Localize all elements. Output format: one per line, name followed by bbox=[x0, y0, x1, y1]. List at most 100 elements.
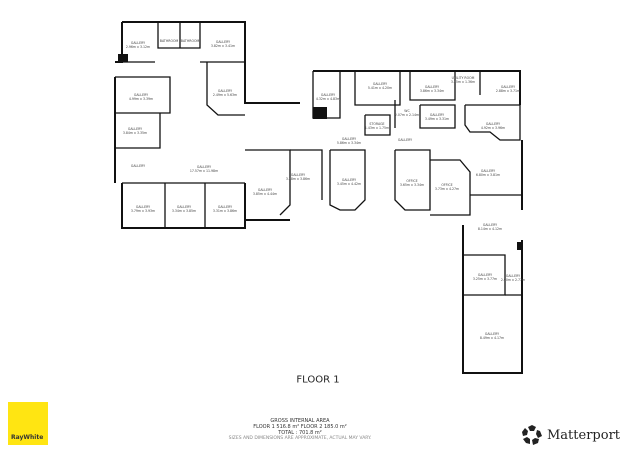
room-name: GALLERY bbox=[484, 332, 500, 336]
interior-walls bbox=[115, 22, 522, 296]
room-name: GALLERY bbox=[424, 85, 440, 89]
room-name: GALLERY bbox=[341, 178, 357, 182]
area-heading: GROSS INTERNAL AREA bbox=[270, 418, 330, 424]
room-label: BATHROOM bbox=[181, 39, 199, 43]
room-name: GALLERY bbox=[133, 93, 149, 97]
room-dims: 3.82m x 3.41m bbox=[210, 44, 236, 48]
room-name: GALLERY bbox=[482, 223, 498, 227]
room-dims: 3.85m x 4.44m bbox=[252, 192, 278, 196]
room-name: GALLERY bbox=[320, 93, 336, 97]
room-label: GALLERY bbox=[131, 164, 145, 168]
room-name: BATHROOM bbox=[180, 39, 200, 43]
room-label: BATHROOM bbox=[160, 39, 178, 43]
room-name: GALLERY bbox=[429, 113, 445, 117]
area-disclaimer: SIZES AND DIMENSIONS ARE APPROXIMATE, AC… bbox=[228, 436, 372, 441]
room-dims: 8.49m x 4.17m bbox=[479, 336, 505, 340]
room-name: GALLERY bbox=[217, 89, 233, 93]
room-name: GALLERY bbox=[290, 173, 306, 177]
room-name: GALLERY bbox=[130, 164, 146, 168]
room-dims: 3.73m x 4.27m bbox=[434, 187, 460, 191]
area-floors: FLOOR 1 516.8 m² FLOOR 2 185.0 m² bbox=[253, 424, 347, 430]
room-dims: 1.43m x 1.75m bbox=[364, 126, 390, 130]
room-name: GALLERY bbox=[341, 137, 357, 141]
matterport-logo-icon bbox=[522, 425, 542, 445]
room-name: STORAGE bbox=[369, 122, 385, 126]
area-total: TOTAL : 701.8 m² bbox=[278, 430, 322, 436]
room-name: OFFICE bbox=[406, 179, 418, 183]
room-name: GALLERY bbox=[176, 205, 192, 209]
solid-columns bbox=[118, 54, 522, 250]
room-name: GALLERY bbox=[215, 40, 231, 44]
room-dims: 5.41m x 4.20m bbox=[367, 86, 393, 90]
room-name: GALLERY bbox=[485, 122, 501, 126]
room-dims: 3.35m x 1.36m bbox=[450, 80, 476, 84]
room-name: GALLERY bbox=[397, 138, 413, 142]
room-dims: 3.25m x 3.77m bbox=[472, 277, 498, 281]
room-dims: 3.84m x 3.35m bbox=[122, 131, 148, 135]
room-dims: 2.88m x 3.71m bbox=[495, 89, 521, 93]
room-dims: 2.96m x 3.12m bbox=[125, 45, 151, 49]
room-dims: 4.99m x 3.39m bbox=[128, 97, 154, 101]
room-dims: 5.86m x 3.34m bbox=[336, 141, 362, 145]
room-name: GALLERY bbox=[480, 169, 496, 173]
room-dims: 2.07m x 2.14m bbox=[394, 113, 420, 117]
room-dims: 4.92m x 3.96m bbox=[480, 126, 506, 130]
room-name: GALLERY bbox=[135, 205, 151, 209]
room-dims: 2.49m x 5.63m bbox=[212, 93, 238, 97]
matterport-logo-text: Matterport bbox=[547, 427, 621, 443]
room-name: GALLERY bbox=[505, 274, 521, 278]
room-name: UTILITY ROOM bbox=[451, 76, 475, 80]
matterport-logo: Matterport bbox=[521, 424, 620, 446]
room-name: BATHROOM bbox=[159, 39, 179, 43]
room-name: GALLERY bbox=[130, 41, 146, 45]
room-dims: 17.57m x 11.98m bbox=[189, 169, 219, 173]
room-name: GALLERY bbox=[372, 82, 388, 86]
room-dims: 3.31m x 3.86m bbox=[212, 209, 238, 213]
room-dims: 3.86m x 3.34m bbox=[419, 89, 445, 93]
room-dims: 3.49m x 3.31m bbox=[424, 117, 450, 121]
room-label: GALLERY bbox=[398, 138, 412, 142]
room-name: GALLERY bbox=[196, 165, 212, 169]
room-dims: 3.65m x 3.34m bbox=[399, 183, 425, 187]
room-name: GALLERY bbox=[500, 85, 516, 89]
room-dims: 4.32m x 4.83m bbox=[315, 97, 341, 101]
gross-area-info: GROSS INTERNAL AREA FLOOR 1 516.8 m² FLO… bbox=[229, 418, 372, 442]
room-dims: 3.34m x 3.85m bbox=[171, 209, 197, 213]
room-dims: 3.38m x 3.86m bbox=[285, 177, 311, 181]
room-dims: 3.45m x 4.42m bbox=[336, 182, 362, 186]
room-dims: 2.90m x 2.77m bbox=[500, 278, 526, 282]
room-name: GALLERY bbox=[477, 273, 493, 277]
room-dims: 6.80m x 3.81m bbox=[475, 173, 501, 177]
raywhite-logo-text: RayWhite bbox=[11, 434, 44, 441]
room-name: OFFICE bbox=[441, 183, 453, 187]
room-name: WC bbox=[404, 109, 410, 113]
